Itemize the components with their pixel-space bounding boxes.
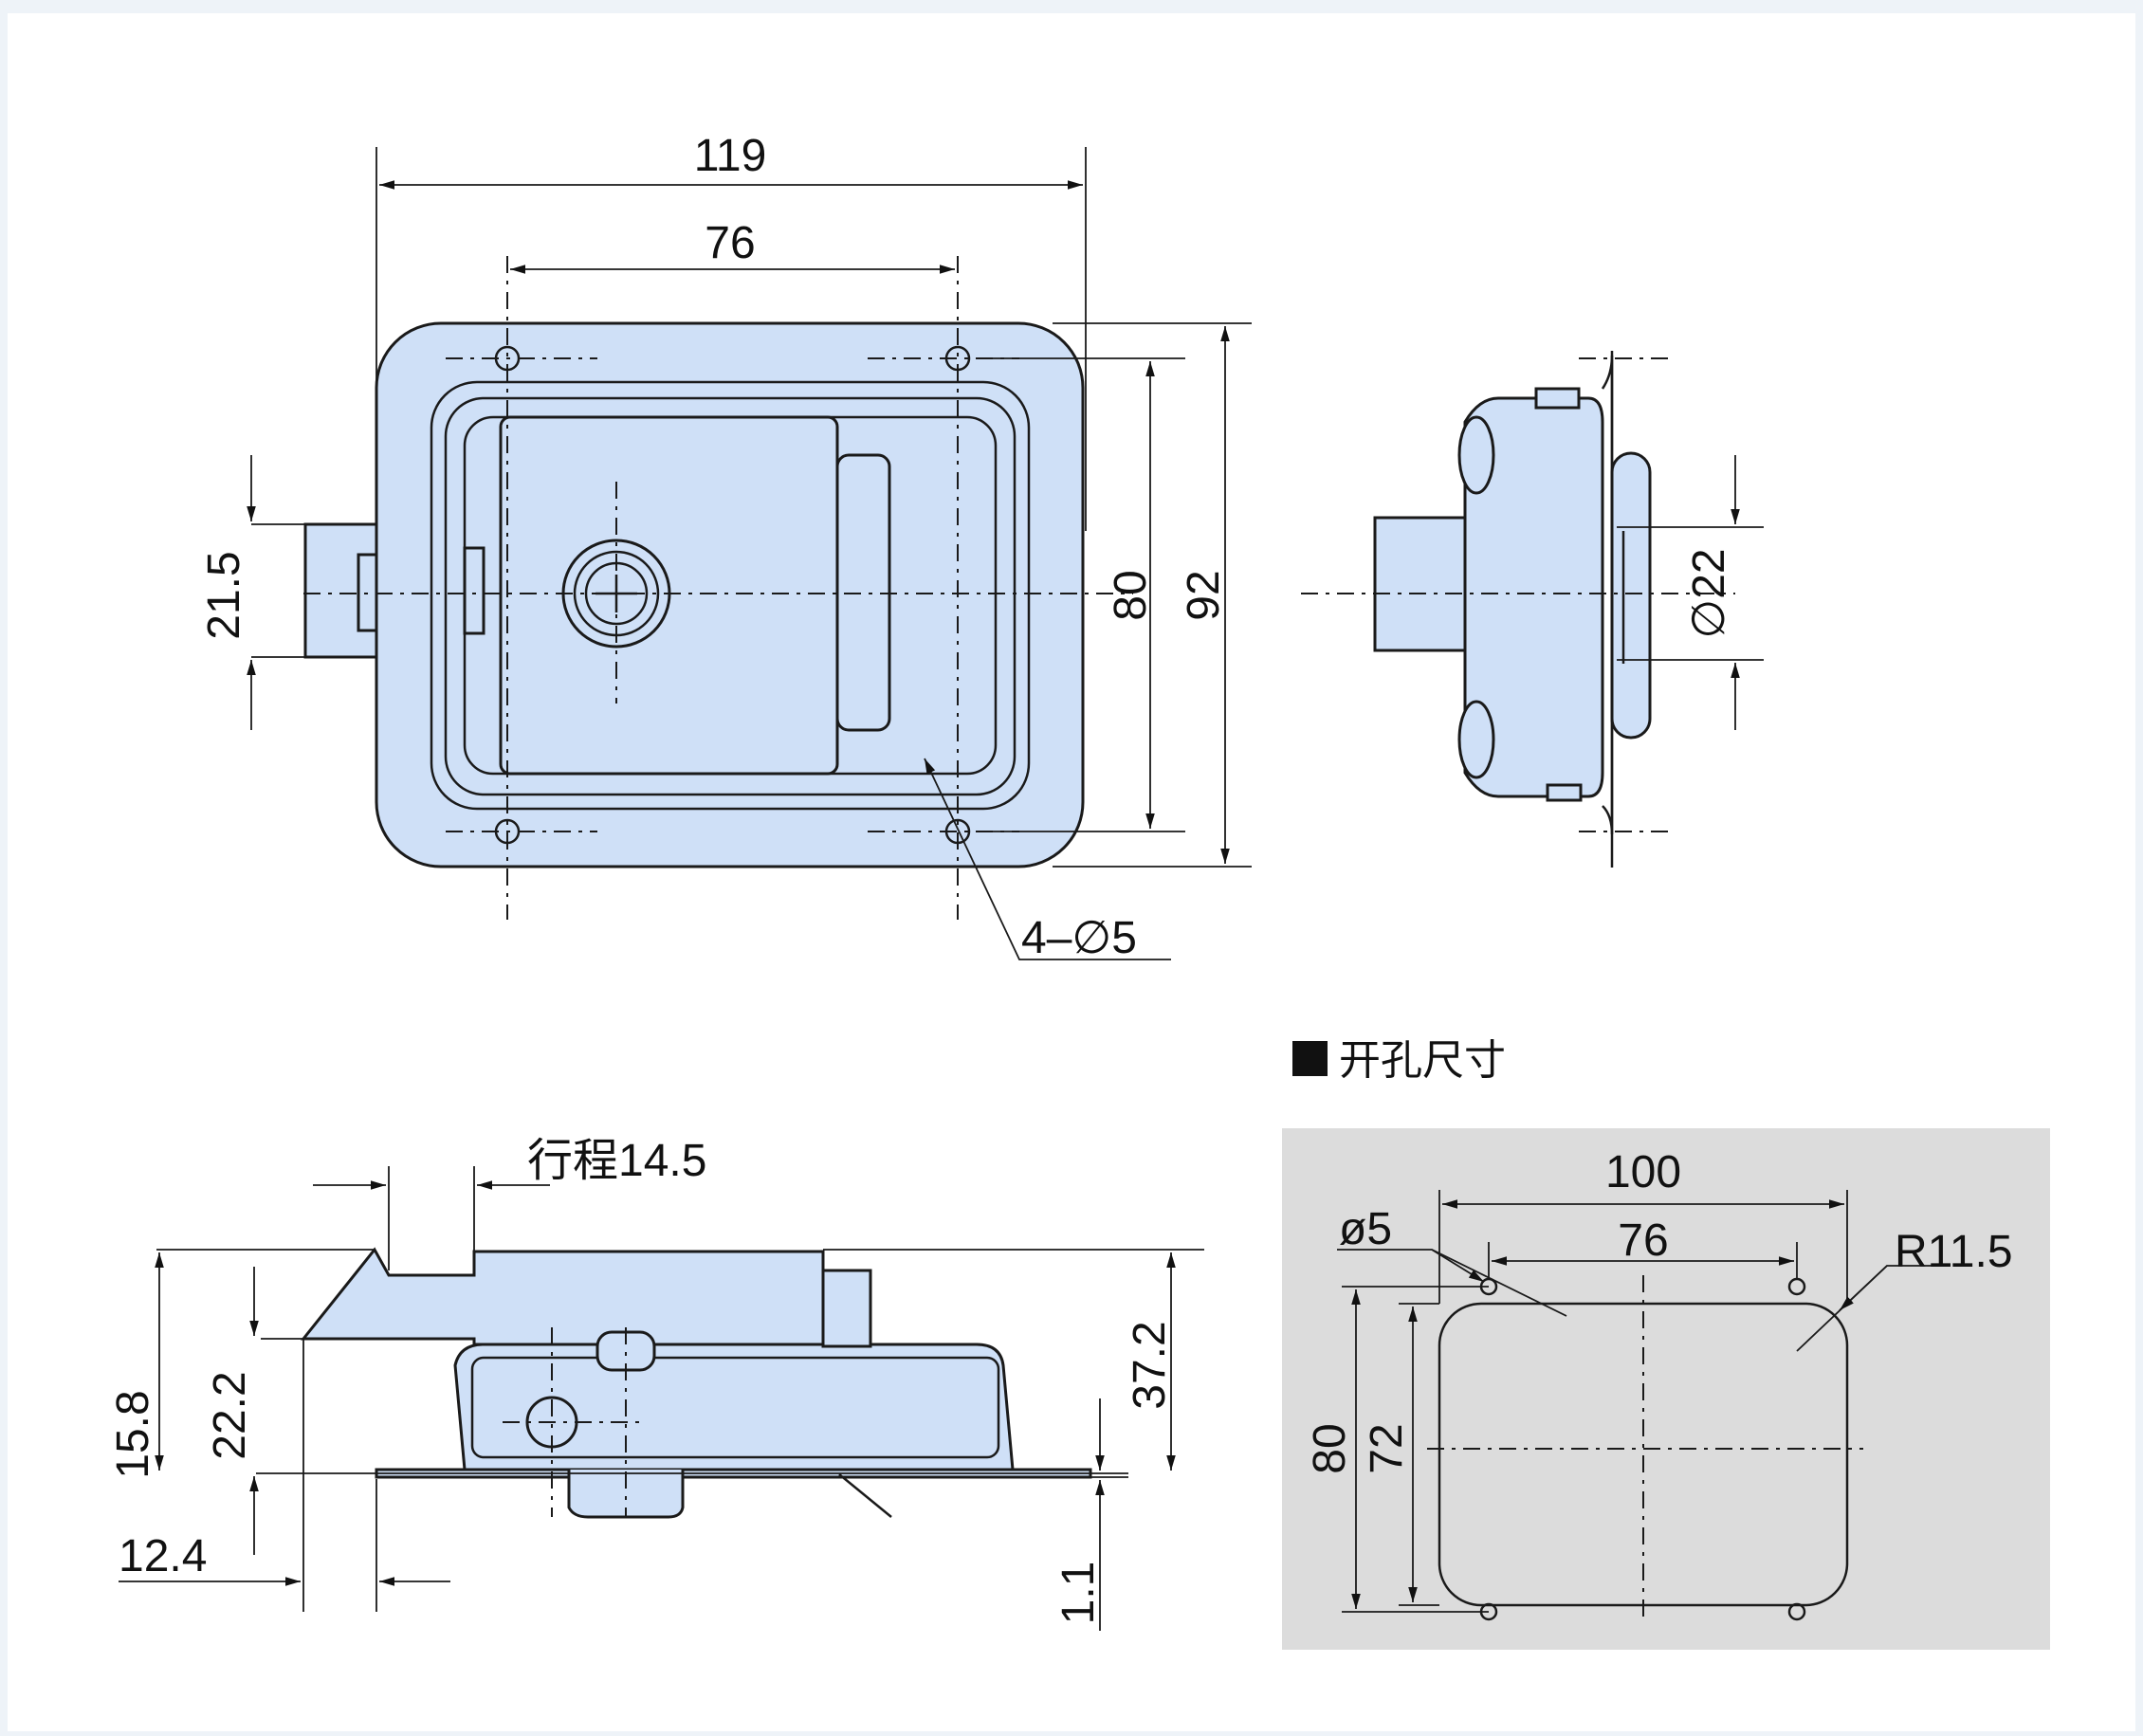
dim-stroke: 行程14.5 bbox=[527, 1136, 706, 1186]
cutout-radius: R11.5 bbox=[1895, 1227, 2013, 1277]
dim-side-diameter: ∅22 bbox=[1684, 548, 1734, 638]
dim-total-height: 37.2 bbox=[1125, 1321, 1175, 1409]
cutout-outer-height: 80 bbox=[1305, 1423, 1355, 1473]
dim-bolt-z: 22.2 bbox=[205, 1371, 255, 1459]
dim-holes-label: 4–∅5 bbox=[1021, 913, 1137, 963]
cutout-panel bbox=[1282, 1128, 2050, 1650]
dim-overall-height: 92 bbox=[1179, 570, 1229, 620]
heading-square-icon bbox=[1292, 1041, 1328, 1076]
cutout-heading: 开孔尺寸 bbox=[1339, 1037, 1506, 1084]
cutout-hole-spacing: 76 bbox=[1618, 1215, 1668, 1266]
dim-hole-vertical: 80 bbox=[1106, 570, 1156, 620]
cutout-hole-dia: ø5 bbox=[1339, 1204, 1392, 1254]
dim-overall-width: 119 bbox=[694, 131, 767, 181]
side-housing bbox=[1463, 396, 1604, 798]
front-view bbox=[247, 147, 1252, 960]
side-view bbox=[1301, 351, 1764, 868]
cutout-background bbox=[1282, 1128, 2050, 1650]
dim-thickness: 1.1 bbox=[1053, 1562, 1104, 1625]
bottom-housing bbox=[453, 1343, 1015, 1471]
dim-offset: 12.4 bbox=[119, 1531, 207, 1581]
bottom-bolt bbox=[300, 1247, 825, 1346]
dim-hole-spacing: 76 bbox=[705, 218, 755, 268]
dim-bolt-height: 21.5 bbox=[199, 551, 249, 639]
cutout-width: 100 bbox=[1605, 1147, 1681, 1197]
cutout-inner-height: 72 bbox=[1362, 1423, 1412, 1473]
dim-left-height: 15.8 bbox=[108, 1390, 158, 1478]
side-bolt bbox=[1373, 516, 1481, 652]
bottom-view bbox=[119, 1166, 1204, 1631]
